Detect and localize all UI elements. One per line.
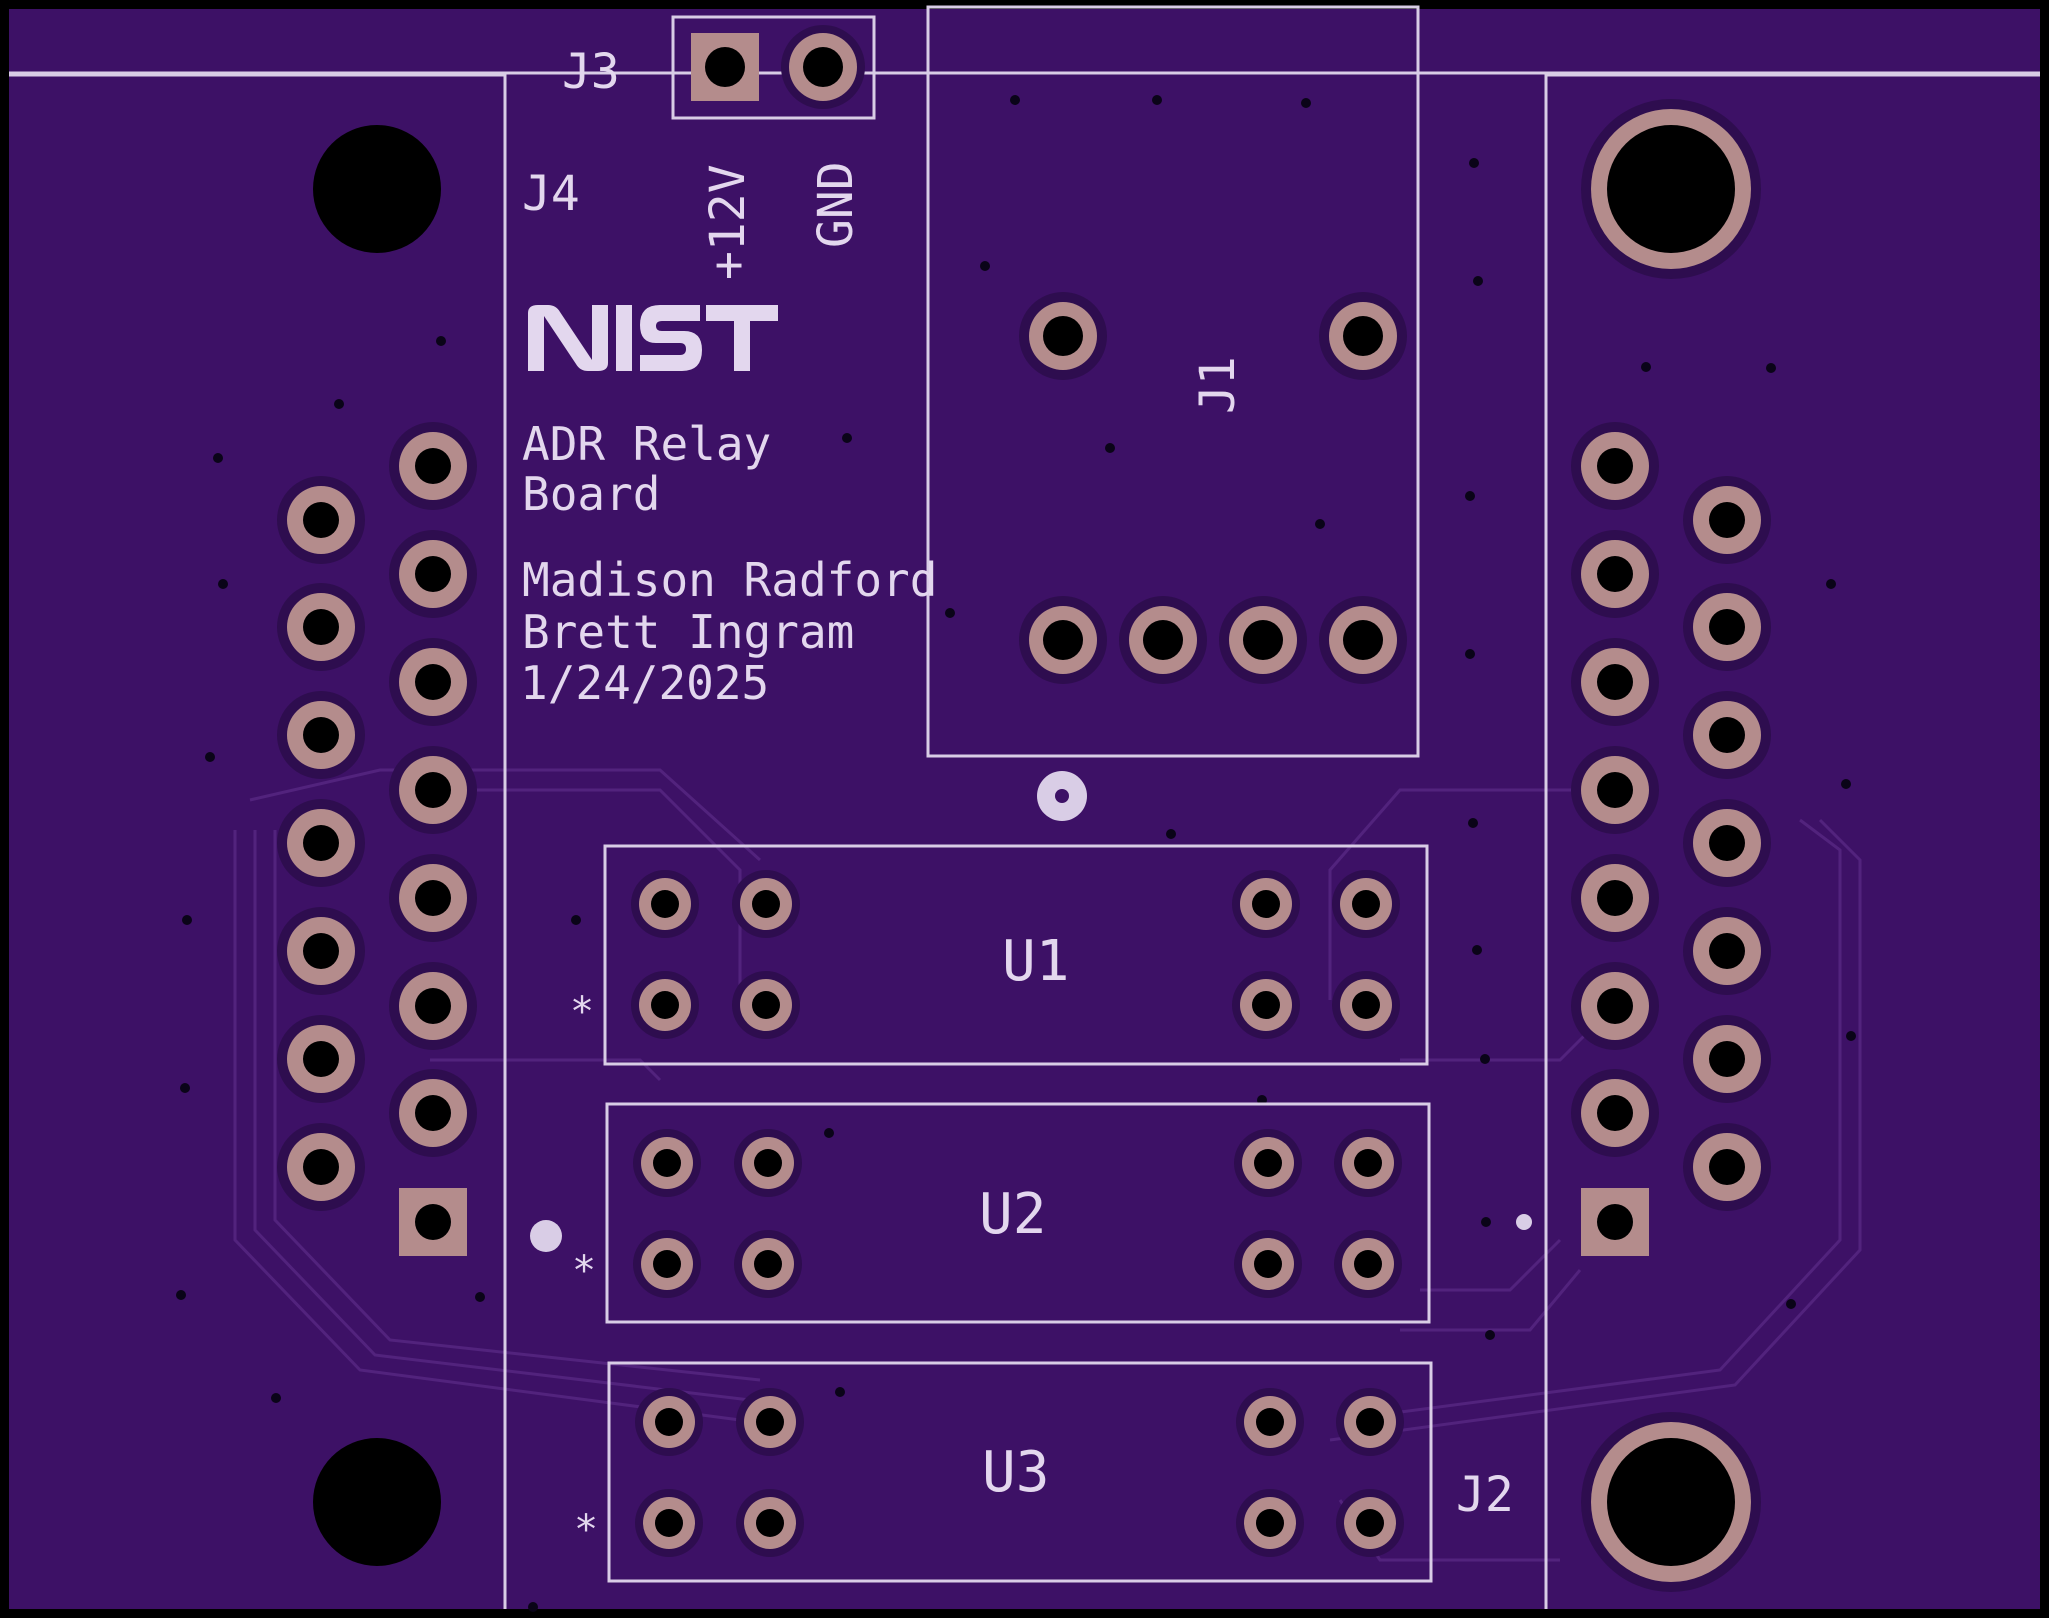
j4-label: J4 — [522, 166, 580, 222]
relay-pins — [631, 870, 1404, 1557]
u3-pin1-marker: * — [574, 1507, 598, 1553]
j4-pins — [277, 422, 477, 1256]
nist-logo — [528, 305, 778, 371]
u2-label: U2 — [979, 1182, 1046, 1247]
j1-component — [530, 5, 1420, 1252]
title-line-1: ADR Relay — [522, 417, 771, 471]
copper-traces — [233, 768, 1862, 1562]
j4-mounting-hole-top — [313, 125, 441, 253]
u1-pin1-marker: * — [570, 989, 594, 1035]
relay-u1 — [603, 844, 1429, 1066]
j4-mounting-hole-bottom — [313, 1438, 441, 1566]
j2-label: J2 — [1456, 1467, 1514, 1523]
u1-label: U1 — [1002, 929, 1069, 994]
gnd-label: GND — [808, 161, 864, 248]
date-label: 1/24/2025 — [520, 656, 769, 710]
relay-u2 — [605, 1102, 1431, 1324]
title-line-2: Board — [522, 467, 660, 521]
j1-label: J1 — [1190, 356, 1246, 414]
j2-pins — [1516, 422, 1771, 1256]
j3-label: J3 — [562, 44, 620, 100]
author-2: Brett Ingram — [522, 605, 854, 659]
pin-12v-label: +12V — [700, 164, 756, 280]
j3-header — [671, 15, 876, 120]
j2-connector — [1544, 73, 2040, 1609]
vias — [176, 95, 1856, 1612]
j4-connector — [9, 73, 507, 1609]
u3-label: U3 — [982, 1440, 1049, 1505]
author-1: Madison Radford — [522, 553, 937, 607]
u2-pin1-marker: * — [572, 1248, 596, 1294]
relay-u3 — [607, 1361, 1433, 1583]
